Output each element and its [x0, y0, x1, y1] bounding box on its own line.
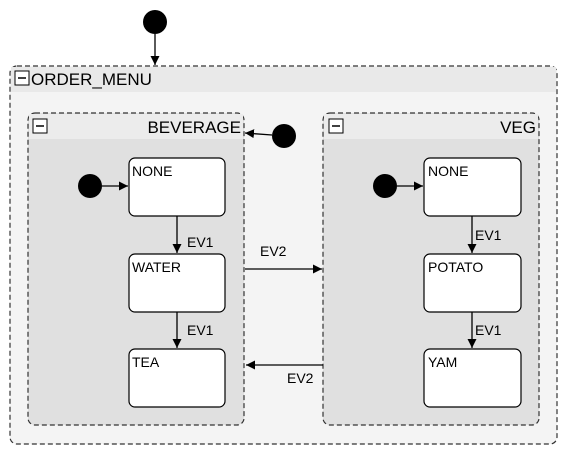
state-beverage-tea[interactable]: TEA — [128, 348, 226, 408]
transition-label: EV1 — [475, 227, 502, 243]
beverage-entry-initial-state — [272, 124, 296, 148]
veg-collapse-button[interactable] — [328, 118, 344, 134]
order-menu-title: ORDER_MENU — [31, 70, 152, 89]
state-beverage-water[interactable]: WATER — [128, 253, 226, 313]
veg-title: VEG — [500, 118, 536, 137]
beverage-collapse-button[interactable] — [32, 118, 48, 134]
state-label: TEA — [132, 354, 160, 370]
state-label: WATER — [132, 259, 181, 275]
state-veg-yam[interactable]: YAM — [423, 348, 522, 408]
veg-initial-state — [373, 174, 397, 198]
transition-label: EV2 — [287, 370, 314, 386]
state-beverage-none[interactable]: NONE — [128, 157, 226, 217]
transition-label: EV1 — [475, 322, 502, 338]
transition-label: EV2 — [260, 243, 287, 259]
state-label: NONE — [428, 163, 468, 179]
state-veg-none[interactable]: NONE — [423, 157, 522, 217]
state-label: POTATO — [428, 259, 483, 275]
transition-label: EV1 — [187, 234, 214, 250]
beverage-title: BEVERAGE — [147, 118, 241, 137]
state-label: NONE — [132, 163, 172, 179]
order-menu-collapse-button[interactable] — [14, 70, 30, 86]
beverage-initial-state — [78, 174, 102, 198]
state-label: YAM — [428, 354, 457, 370]
transition-label: EV1 — [187, 322, 214, 338]
state-veg-potato[interactable]: POTATO — [423, 253, 522, 313]
top-initial-state — [143, 10, 167, 34]
beverage-entry-transition — [244, 129, 273, 139]
